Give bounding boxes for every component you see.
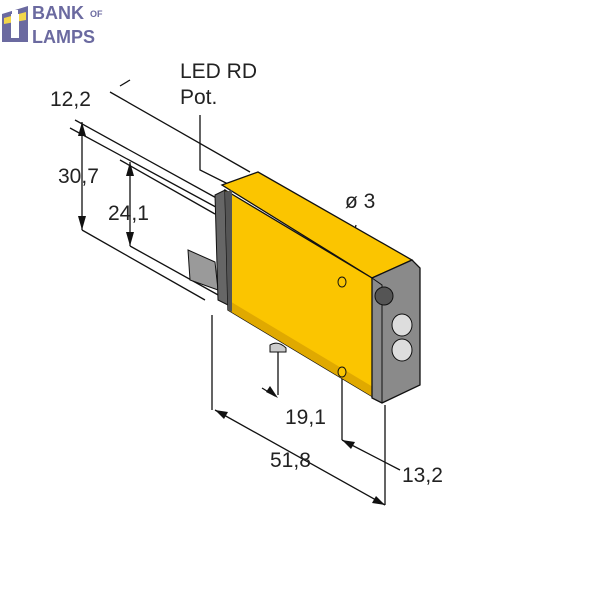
logo-text-bank: BANK — [32, 3, 84, 23]
logo-text-of: OF — [90, 9, 103, 19]
dimension-51-8: 51,8 — [270, 449, 311, 472]
logo-text-lamps: LAMPS — [32, 27, 95, 47]
dimension-19-1: 19,1 — [285, 406, 326, 429]
dimension-arrows — [78, 122, 385, 505]
dimension-13-2: 13,2 — [402, 464, 443, 487]
dimension-24-1: 24,1 — [108, 202, 149, 225]
dimension-12-2: 12,2 — [50, 88, 91, 111]
sensor-body — [187, 171, 421, 404]
dimension-hole-diameter: ø 3 — [345, 190, 375, 213]
dimension-30-7: 30,7 — [58, 165, 99, 188]
label-led-rd: LED RD — [180, 60, 257, 83]
label-pot: Pot. — [180, 86, 217, 109]
bank-of-lamps-logo: BANK OF LAMPS — [2, 3, 103, 47]
